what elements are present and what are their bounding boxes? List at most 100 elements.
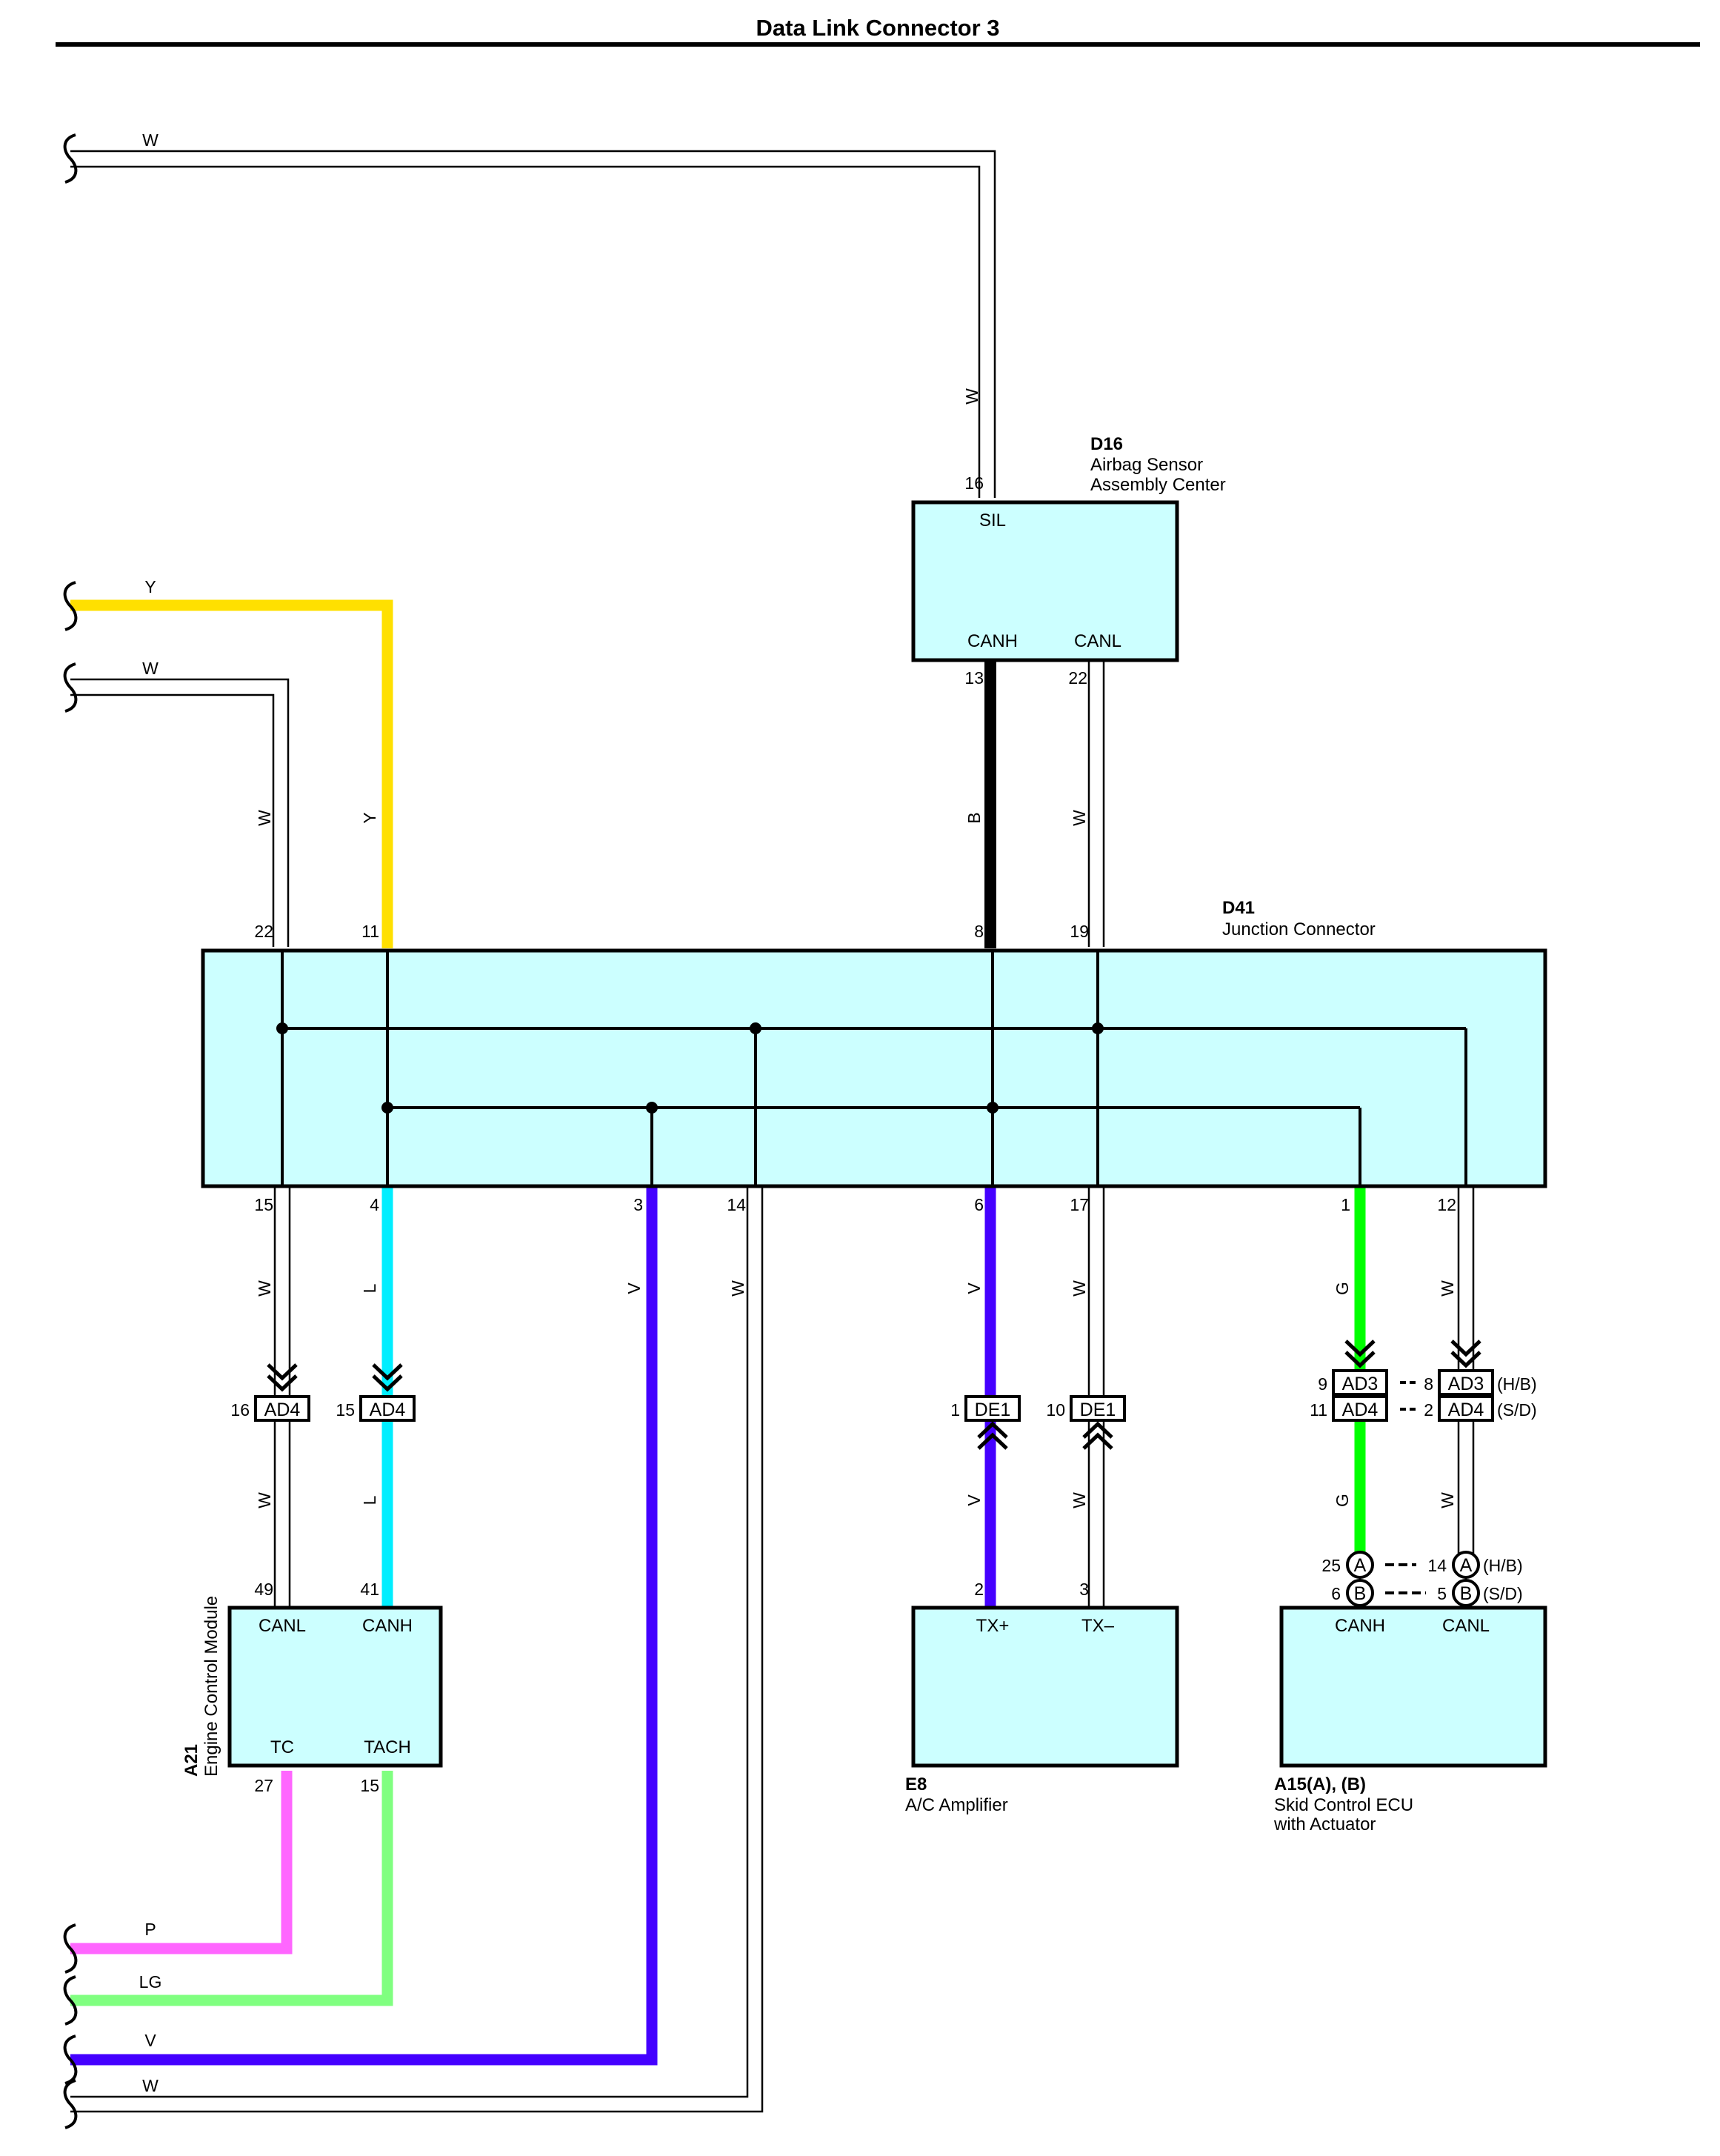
label-y-left: Y	[144, 577, 156, 596]
label-w-ecm-canl: W	[255, 1492, 274, 1508]
label-w2-left: W	[142, 659, 159, 678]
a21-pin-canh: CANH	[362, 1616, 413, 1636]
label-lg-left: LG	[139, 1972, 162, 1992]
e8-num-txp: 2	[974, 1580, 984, 1599]
wire-p-tc	[70, 1771, 293, 1954]
a15-pin-canl: CANL	[1442, 1616, 1490, 1636]
d41-top-pin-8: 8	[974, 922, 984, 941]
ad4-label-1: AD4	[264, 1400, 301, 1420]
a15-name-2: with Actuator	[1273, 1814, 1376, 1834]
a15-conn-a-right: A	[1460, 1555, 1473, 1576]
a15-conn-pin-6: 6	[1331, 1584, 1341, 1603]
wire-labels: W Y W P LG V W W W Y B W W L V W V W G W…	[139, 130, 1457, 2095]
d41-bottom-pin-14: 14	[727, 1195, 746, 1214]
a21-num-tc: 27	[254, 1776, 273, 1795]
label-b-8: B	[964, 812, 984, 823]
a15-connector-markers: A 25 B 6 A 14 (H/B) B 5 (S/D)	[1321, 1551, 1523, 1607]
label-v-e8: V	[964, 1494, 984, 1506]
a15-conn-suffix-hb: (H/B)	[1483, 1556, 1523, 1575]
a21-num-canl: 49	[254, 1580, 273, 1599]
d41-bottom-pin-15: 15	[254, 1195, 273, 1214]
d41-top-pin-22: 22	[254, 922, 273, 941]
a15-name-1: Skid Control ECU	[1274, 1795, 1413, 1815]
d16-code: D16	[1090, 434, 1123, 454]
d41-code: D41	[1222, 898, 1255, 918]
ad3-label-right: AD3	[1448, 1374, 1484, 1394]
d16-num-sil: 16	[964, 473, 984, 493]
ad4-label-left: AD4	[1342, 1400, 1379, 1420]
a21-num-canh: 41	[360, 1580, 379, 1599]
a15-conn-b-left: B	[1354, 1583, 1367, 1604]
component-d41: 22 11 8 19 15 4 3 14 6 17 1 12 D41 Junct…	[201, 898, 1547, 1214]
label-w-e8: W	[1070, 1492, 1089, 1508]
label-l-ecm-canh: L	[360, 1495, 379, 1505]
wire-y-11	[70, 599, 393, 948]
a21-pin-tach: TACH	[364, 1737, 411, 1757]
ad4-pin-11: 11	[1310, 1400, 1327, 1420]
label-w-12: W	[1438, 1280, 1457, 1297]
a15-conn-pin-5: 5	[1437, 1584, 1447, 1603]
ad4-suffix-sd: (S/D)	[1497, 1400, 1537, 1420]
component-d16: SIL CANH CANL 16 13 22 D16 Airbag Sensor…	[911, 434, 1226, 688]
a15-conn-a-left: A	[1354, 1555, 1367, 1576]
ad4-label-2: AD4	[370, 1400, 406, 1420]
label-w-19: W	[1070, 810, 1089, 826]
e8-pin-txp: TX+	[976, 1616, 1010, 1636]
d41-bottom-pin-6: 6	[974, 1195, 984, 1214]
wire-w-14	[70, 1185, 764, 2113]
label-w-bottom: W	[142, 2076, 159, 2095]
wire-v-3	[70, 1185, 658, 2066]
e8-pin-txm: TX–	[1081, 1616, 1115, 1636]
label-w-22: W	[255, 810, 274, 826]
junction-connectors: AD4 16 AD4 15 DE1 1 DE1 10 AD3 AD4 9 11 …	[230, 1341, 1537, 1448]
d16-pin-sil: SIL	[979, 510, 1006, 530]
d41-bottom-pin-12: 12	[1437, 1195, 1456, 1214]
de1-pin-1: 1	[950, 1400, 960, 1420]
page-title: Data Link Connector 3	[756, 15, 1000, 41]
label-w-d16: W	[962, 388, 981, 405]
wire-lg-tach	[70, 1771, 393, 2006]
d16-pin-canl: CANL	[1074, 631, 1121, 651]
wire-w-top	[70, 150, 996, 498]
d41-top-pin-11: 11	[361, 922, 379, 941]
a21-pin-canl: CANL	[259, 1616, 306, 1636]
d16-name-2: Assembly Center	[1090, 475, 1226, 495]
ad4-label-right: AD4	[1448, 1400, 1484, 1420]
a15-conn-b-right: B	[1460, 1583, 1473, 1604]
wire-break-symbols	[63, 133, 78, 2129]
e8-code: E8	[905, 1774, 927, 1794]
a15-code: A15(A), (B)	[1274, 1774, 1366, 1794]
ad3-pin-9: 9	[1318, 1374, 1327, 1394]
de1-label-2: DE1	[1080, 1400, 1116, 1420]
ad4-pin-2: 2	[1424, 1400, 1433, 1420]
component-e8: TX+ TX– 2 3 E8 A/C Amplifier	[905, 1580, 1179, 1815]
a21-num-tach: 15	[360, 1776, 379, 1795]
e8-name: A/C Amplifier	[905, 1795, 1008, 1815]
label-v-left: V	[144, 2031, 156, 2050]
d16-num-canh: 13	[964, 668, 984, 688]
wire-w-22	[70, 678, 290, 947]
d41-bottom-pin-17: 17	[1070, 1195, 1089, 1214]
d16-num-canl: 22	[1068, 668, 1087, 688]
a21-code: A21	[181, 1744, 201, 1777]
d41-bottom-pin-3: 3	[633, 1195, 643, 1214]
d41-name: Junction Connector	[1222, 919, 1376, 939]
label-w-17: W	[1070, 1280, 1089, 1297]
label-g-1: G	[1333, 1282, 1352, 1295]
d41-top-pin-19: 19	[1070, 922, 1089, 941]
a21-pin-tc: TC	[270, 1737, 294, 1757]
label-w-a15: W	[1438, 1492, 1457, 1508]
d16-name-1: Airbag Sensor	[1090, 455, 1203, 475]
a15-pin-canh: CANH	[1335, 1616, 1385, 1636]
label-w-15: W	[255, 1280, 274, 1297]
label-p-left: P	[144, 1920, 156, 1939]
label-l-4: L	[360, 1283, 379, 1293]
e8-num-txm: 3	[1079, 1580, 1089, 1599]
ad3-pin-8: 8	[1424, 1374, 1433, 1394]
ad3-suffix-hb: (H/B)	[1497, 1374, 1537, 1394]
d41-bottom-pin-4: 4	[370, 1195, 379, 1214]
a15-conn-pin-14: 14	[1427, 1556, 1447, 1575]
label-v-6: V	[964, 1282, 984, 1294]
ad3-label-left: AD3	[1342, 1374, 1379, 1394]
